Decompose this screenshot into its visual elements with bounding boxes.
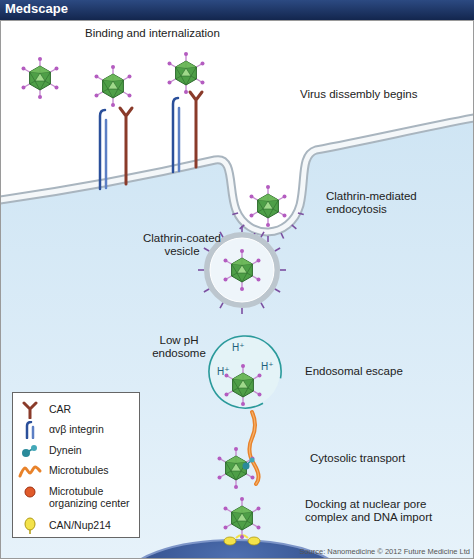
proton-label: H⁺	[232, 342, 256, 354]
adenovirus-part	[218, 447, 255, 489]
legend-symbol-part	[20, 467, 40, 476]
legend-text: CAN/Nup214	[49, 519, 135, 531]
clathrin-vesicle-part-part	[275, 289, 280, 292]
car-receptor-part	[120, 108, 132, 184]
clathrin-vesicle-part-part	[220, 303, 223, 308]
figure-border	[1, 21, 474, 559]
legend-symbol-part	[25, 518, 35, 530]
proton-label: H⁺	[261, 361, 285, 373]
legend-symbol	[17, 401, 43, 419]
clathrin-coat-part	[298, 213, 304, 215]
legend-symbol-part	[25, 487, 35, 497]
logo-text: Medscape	[5, 2, 125, 17]
legend-symbol-part	[27, 422, 31, 438]
clathrin-vesicle-part-part	[241, 308, 243, 314]
proton-label: H⁺	[217, 366, 241, 378]
car-receptor-part	[190, 92, 202, 167]
legend-text: Dynein	[49, 444, 135, 456]
cell-membrane-part	[0, 118, 474, 232]
step-label: Endosomal escape	[305, 365, 465, 378]
cell-membrane	[0, 118, 474, 232]
microtubule	[249, 412, 258, 484]
legend-symbol	[17, 483, 43, 501]
car-receptor	[120, 92, 202, 184]
clathrin-vesicle-part	[207, 235, 277, 305]
legend-symbol	[17, 442, 43, 460]
microtubule-part	[249, 412, 258, 484]
clathrin-vesicle-part-part	[204, 248, 209, 251]
clathrin-coat-part	[281, 233, 284, 238]
legend-symbol-part	[31, 445, 37, 451]
step-label: Low pH endosome	[146, 334, 212, 360]
legend-symbol-part	[22, 449, 30, 457]
legend-text: αvβ integrin	[49, 423, 135, 435]
cytoplasm	[0, 118, 474, 559]
legend-box: CAR αvβ integrinDyneinMicrotubulesMicrotu…	[12, 392, 140, 538]
adenovirus-part	[95, 65, 132, 107]
legend-text: CAR	[49, 403, 135, 415]
legend-text: Microtubules	[49, 464, 135, 476]
clathrin-coat-part	[232, 213, 238, 215]
integrin-receptor	[100, 98, 179, 189]
legend-symbol	[17, 462, 43, 480]
adenovirus-part	[168, 52, 205, 94]
step-label: Virus dissembly begins	[300, 88, 470, 101]
legend-symbol	[17, 421, 43, 439]
step-label: Clathrin-mediated endocytosis	[326, 190, 436, 216]
clathrin-vesicle-part-part	[261, 232, 264, 237]
clathrin-vesicle-part	[210, 238, 274, 302]
adenovirus-part	[225, 364, 262, 406]
integrin-receptor-part	[178, 108, 181, 171]
legend-symbol	[17, 517, 43, 535]
legend-symbol-part	[24, 403, 36, 418]
clathrin-vesicle-part-part	[241, 226, 243, 232]
legend-text: Microtubule organizing center	[49, 485, 135, 509]
clathrin-coat-part	[292, 225, 297, 229]
microtubule-part	[249, 412, 258, 484]
clathrin-vesicle-part-part	[275, 248, 280, 251]
step-label: Docking at nuclear pore complex and DNA …	[305, 498, 470, 524]
adenovirus	[22, 52, 287, 539]
dynein-part	[243, 463, 250, 470]
legend-symbol-part	[32, 427, 35, 438]
adenovirus-part	[224, 249, 261, 291]
step-label: Binding and internalization	[85, 27, 275, 40]
clathrin-coat-part	[267, 236, 269, 242]
integrin-receptor-part	[173, 98, 178, 172]
step-label: Cytosolic transport	[310, 452, 465, 465]
clathrin-vesicle-part-part	[261, 303, 264, 308]
nucleus-part	[248, 537, 260, 545]
clathrin-vesicle-part-part	[198, 269, 204, 271]
adenovirus-part	[22, 57, 59, 99]
header-bar	[0, 0, 474, 20]
nucleus-part	[224, 537, 236, 545]
cell-membrane-part	[0, 118, 474, 232]
clathrin-vesicle-part-part	[204, 289, 209, 292]
step-label: Clathrin-coated vesicle	[142, 232, 222, 258]
clathrin-vesicle-part-part	[280, 269, 286, 271]
adenovirus-part	[250, 185, 287, 227]
source-caption: Source: Nanomedicine © 2012 Future Medic…	[299, 547, 470, 556]
adenovirus-part	[224, 497, 261, 539]
dynein-part	[250, 458, 255, 463]
integrin-receptor-part	[100, 110, 105, 189]
dynein	[243, 458, 255, 470]
integrin-receptor-part	[105, 120, 108, 188]
